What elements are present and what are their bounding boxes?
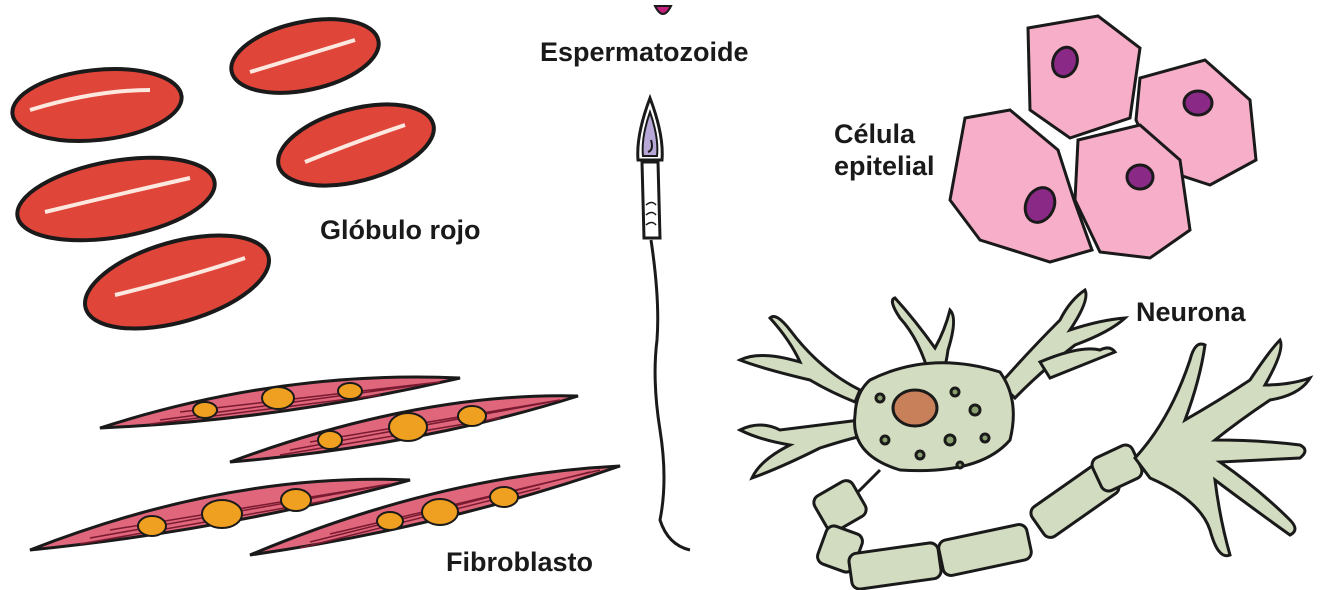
neuron — [740, 290, 1310, 590]
label-epithelial-line2: epitelial — [834, 150, 964, 182]
fibroblasts — [30, 377, 620, 555]
red-blood-cell — [269, 90, 442, 201]
epithelial-cell — [1028, 16, 1140, 138]
label-sperm: Espermatozoide — [540, 36, 749, 68]
red-blood-cells — [9, 7, 443, 346]
cropped-cell-fragment — [655, 6, 671, 14]
label-neuron: Neurona — [1136, 296, 1246, 328]
label-epithelial-line1: Célula — [834, 118, 964, 150]
red-blood-cell — [9, 61, 185, 148]
label-epithelial-cell: Célula epitelial — [834, 118, 964, 183]
red-blood-cell — [225, 7, 386, 105]
epithelial-cells — [950, 16, 1256, 262]
sperm-cell — [638, 98, 690, 550]
label-fibroblast: Fibroblasto — [446, 546, 593, 578]
label-red-blood-cell: Glóbulo rojo — [320, 214, 480, 246]
fibroblast — [250, 466, 620, 555]
fibroblast — [30, 479, 410, 550]
